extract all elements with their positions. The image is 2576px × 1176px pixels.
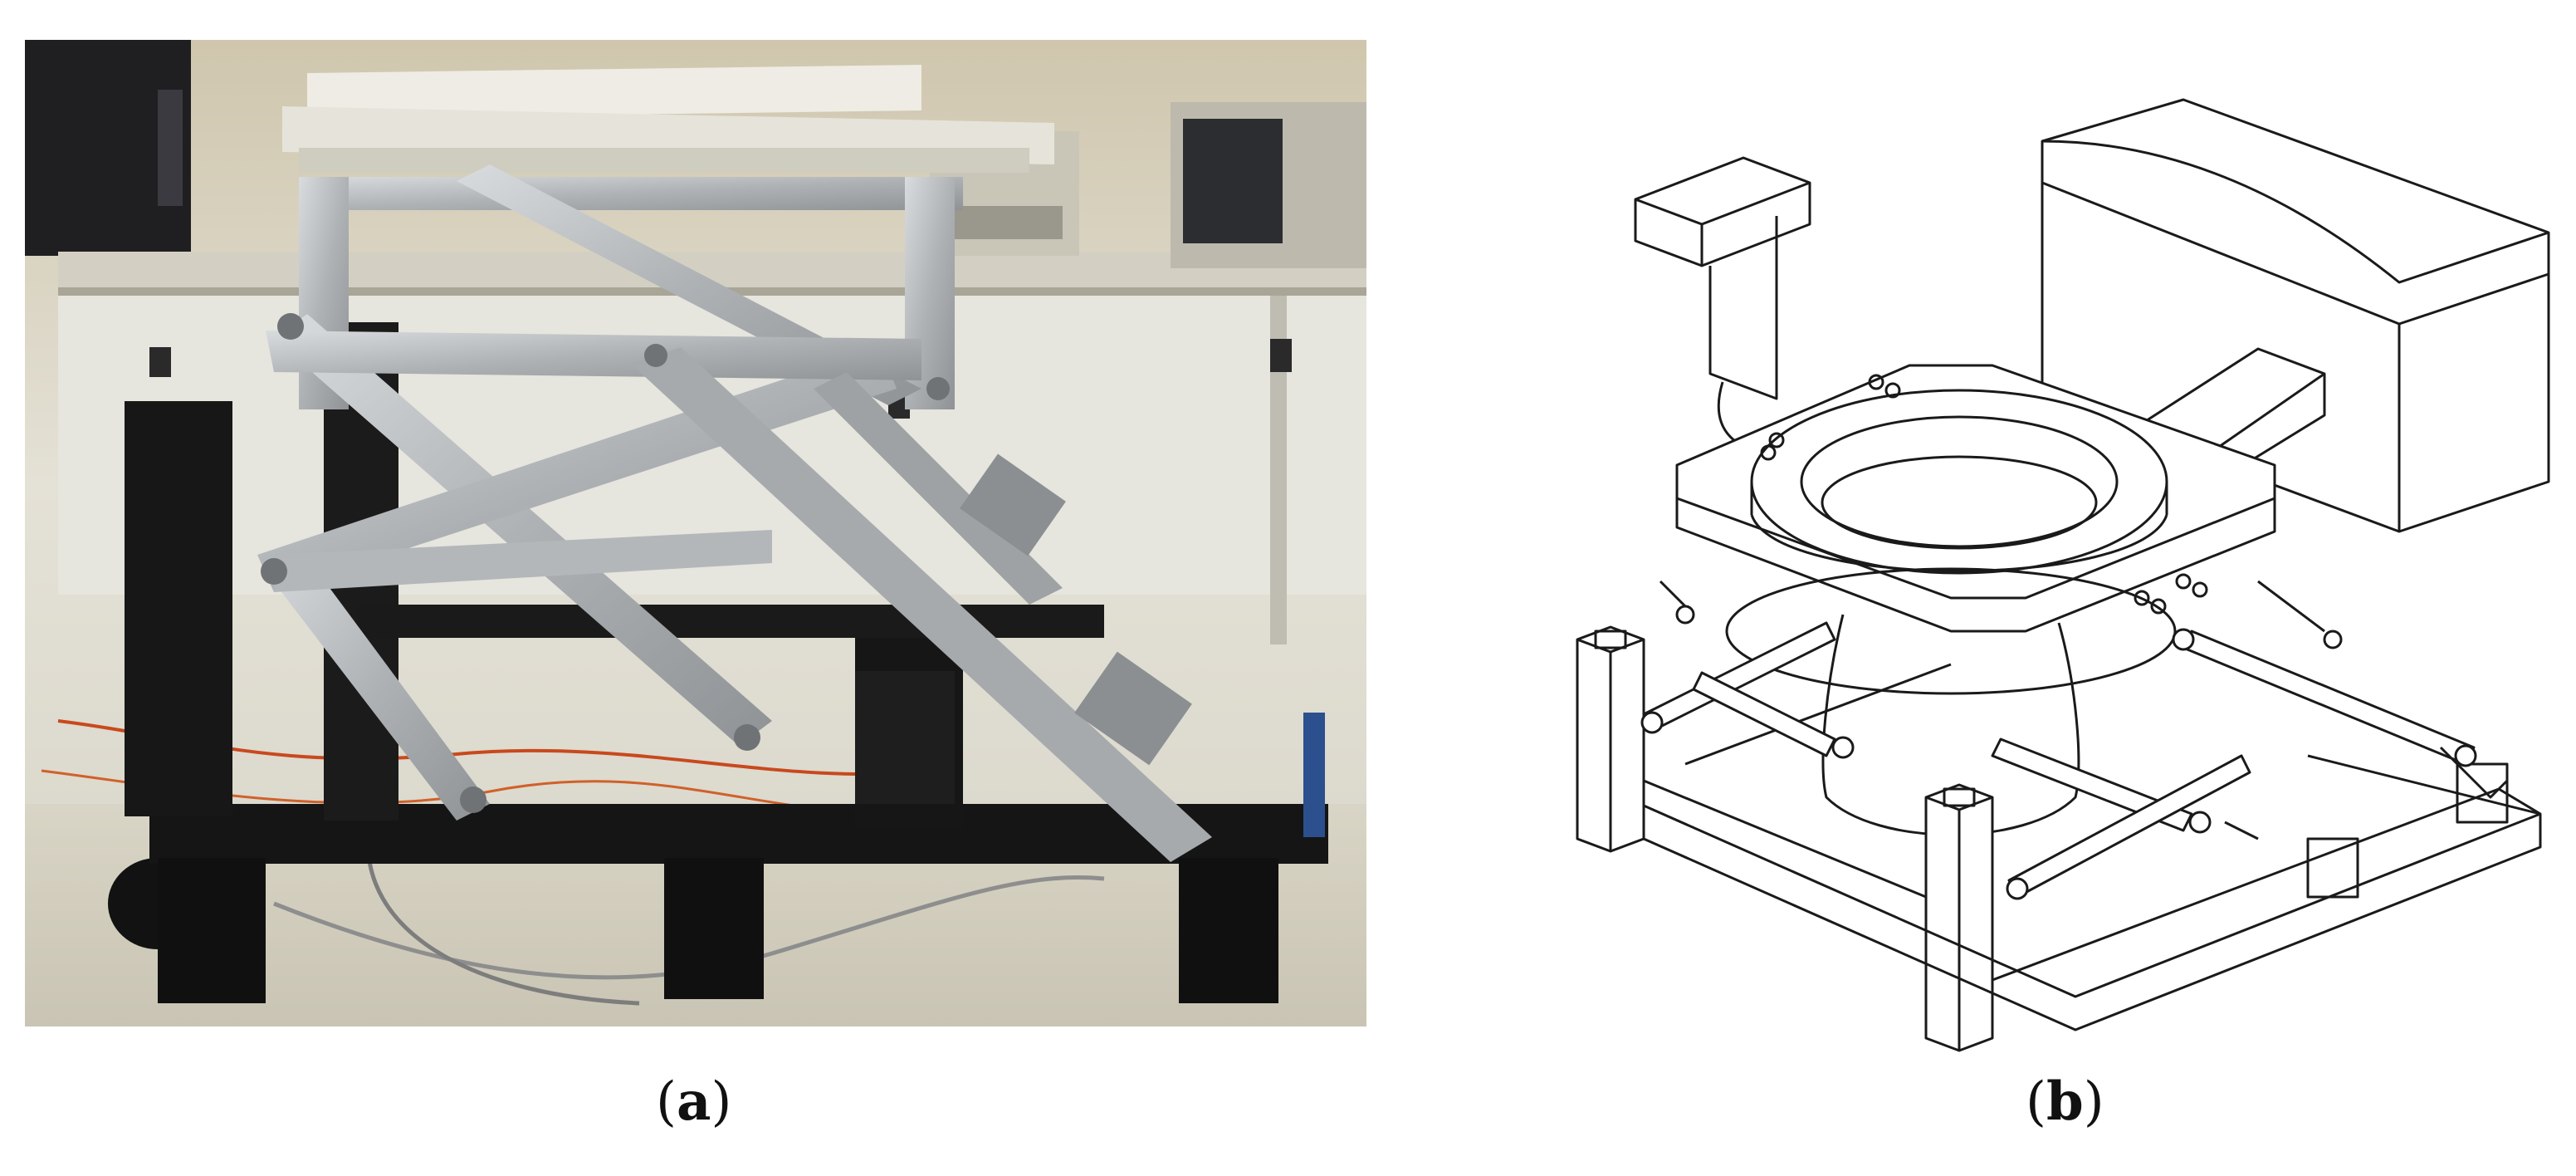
caption-a-letter: a [676,1071,711,1133]
caption-b: (b) [2026,1071,2104,1133]
caption-a: (a) [656,1071,732,1133]
panel-a-photograph [25,40,1366,1027]
caption-b-letter: b [2046,1071,2084,1133]
toilet-lift-cad-drawing [1576,98,2550,1052]
lift-prototype-photo [25,40,1366,1027]
panel-b-line-drawing [1561,50,2557,1063]
